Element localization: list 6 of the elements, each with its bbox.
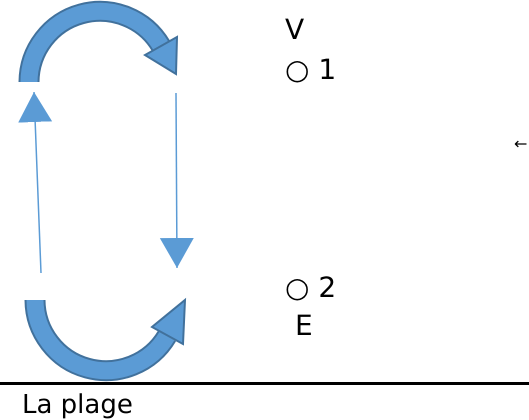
numbered-mark: ○ 2 [285,274,336,302]
letter-label: V [285,16,304,44]
arrow-symbol: ← [514,136,528,152]
letter-label: E [295,312,313,340]
numbered-mark: ○ 1 [285,56,336,84]
caption-text: La plage [22,392,133,418]
